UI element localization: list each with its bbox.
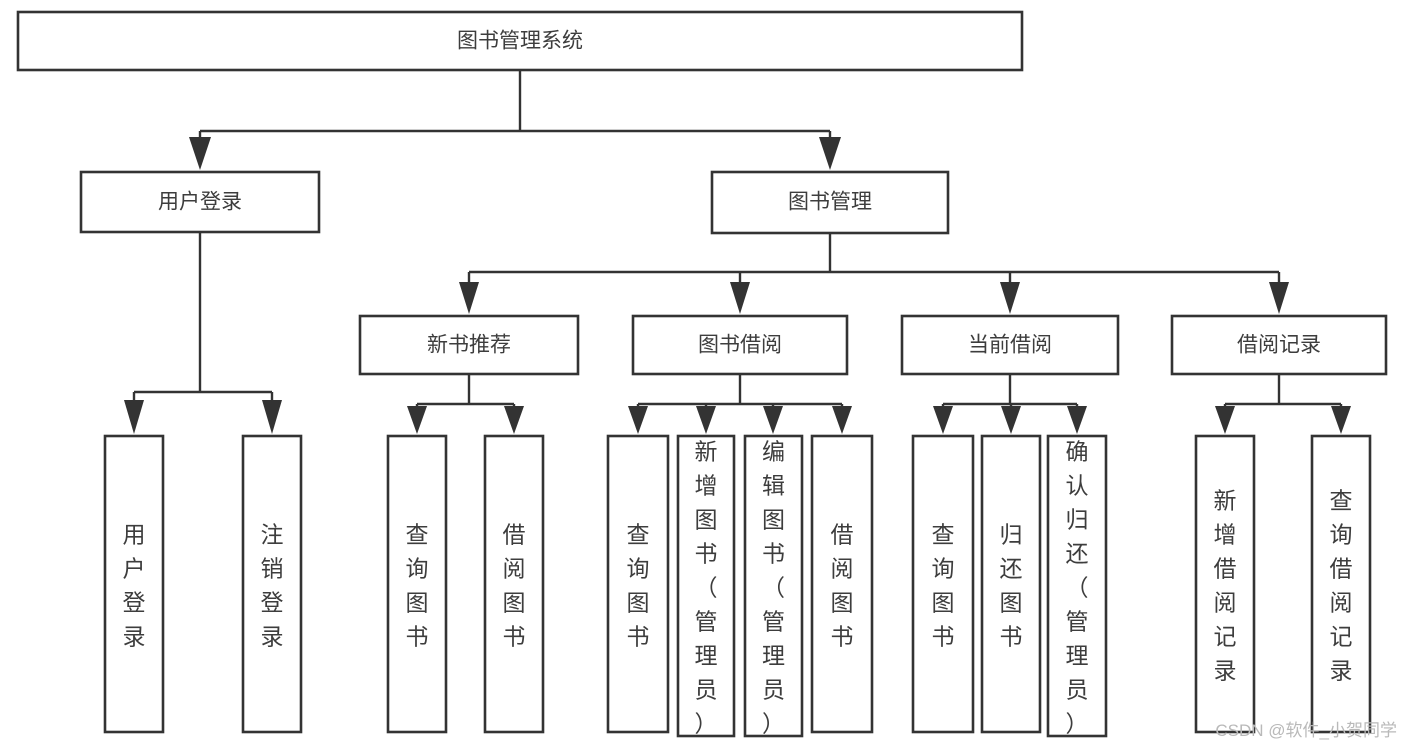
leaf-add-record-label: 新增借阅记录 <box>1214 488 1237 684</box>
borrow-records-label: 借阅记录 <box>1237 334 1321 357</box>
arrowhead-leaf-user-login <box>124 400 144 434</box>
leaf-user-logout-label: 注销登录 <box>261 522 284 650</box>
user-login-box[interactable] <box>79 170 321 234</box>
leaf-confirm-return-label: 确认归还（管理员） <box>1066 439 1089 737</box>
arrowhead-leaf-user-logout <box>262 400 282 434</box>
node-leaf-query-record[interactable]: 查询借阅记录 <box>1310 434 1372 734</box>
current-borrow-label: 当前借阅 <box>968 334 1052 357</box>
leaf-borrow-book-box[interactable] <box>810 434 874 734</box>
current-borrow-box[interactable] <box>900 314 1120 376</box>
node-book-management[interactable]: 图书管理 <box>710 170 950 235</box>
node-leaf-add-record[interactable]: 新增借阅记录 <box>1194 434 1256 734</box>
leaf-user-login-label: 用户登录 <box>123 522 146 650</box>
book-management-box[interactable] <box>710 170 950 235</box>
node-leaf-user-login[interactable]: 用户登录 <box>103 434 165 734</box>
arrowhead-leaf-add-book <box>696 406 716 434</box>
root-box[interactable] <box>16 10 1024 72</box>
node-new-book-recommend[interactable]: 新书推荐 <box>358 314 580 376</box>
leaf-user-logout-box[interactable] <box>241 434 303 734</box>
node-leaf-query-book-current[interactable]: 查询图书 <box>911 434 975 734</box>
node-current-borrow[interactable]: 当前借阅 <box>900 314 1120 376</box>
node-leaf-borrow-book[interactable]: 借阅图书 <box>810 434 874 734</box>
node-leaf-add-book[interactable]: 新增图书（管理员） <box>676 434 736 738</box>
arrowhead-book-management <box>819 137 841 170</box>
new-book-recommend-box[interactable] <box>358 314 580 376</box>
node-leaf-query-book-borrow[interactable]: 查询图书 <box>606 434 670 734</box>
leaf-query-book-rec-label: 查询图书 <box>406 522 429 650</box>
node-leaf-edit-book[interactable]: 编辑图书（管理员） <box>743 434 804 738</box>
leaf-query-book-current-box[interactable] <box>911 434 975 734</box>
arrowhead-current-borrow <box>1000 282 1020 314</box>
connector-layer <box>124 70 1351 434</box>
leaf-borrow-book-label: 借阅图书 <box>831 522 854 650</box>
new-book-recommend-label: 新书推荐 <box>427 334 511 357</box>
book-management-label: 图书管理 <box>788 191 872 214</box>
leaf-edit-book-box[interactable] <box>743 434 804 738</box>
leaf-add-book-label: 新增图书（管理员） <box>695 439 718 737</box>
leaf-confirm-return-box[interactable] <box>1046 434 1108 738</box>
node-book-borrow[interactable]: 图书借阅 <box>631 314 849 376</box>
leaf-add-record-box[interactable] <box>1194 434 1256 734</box>
arrowhead-user-login <box>189 137 211 170</box>
node-borrow-records[interactable]: 借阅记录 <box>1170 314 1388 376</box>
arrowhead-leaf-edit-book <box>763 406 783 434</box>
book-borrow-box[interactable] <box>631 314 849 376</box>
leaf-query-book-borrow-box[interactable] <box>606 434 670 734</box>
borrow-records-box[interactable] <box>1170 314 1388 376</box>
arrowhead-leaf-borrow-book-rec <box>504 406 524 434</box>
leaf-query-book-rec-box[interactable] <box>386 434 448 734</box>
arrowhead-leaf-confirm-return <box>1067 406 1087 434</box>
arrowhead-leaf-return-book <box>1001 406 1021 434</box>
leaf-layer: 用户登录 注销登录 查询图书 借阅图书 查询图书 新增图书（管理员） 编辑图书（管理员） 借阅… <box>103 434 1372 738</box>
leaf-query-book-current-label: 查询图书 <box>932 522 955 650</box>
node-leaf-query-book-rec[interactable]: 查询图书 <box>386 434 448 734</box>
leaf-add-book-box[interactable] <box>676 434 736 738</box>
leaf-edit-book-label: 编辑图书（管理员） <box>762 439 785 737</box>
root-label: 图书管理系统 <box>457 30 583 53</box>
leaf-return-book-label: 归还图书 <box>1000 522 1023 650</box>
arrowhead-book-borrow <box>730 282 750 314</box>
leaf-query-book-borrow-label: 查询图书 <box>627 522 650 650</box>
node-leaf-borrow-book-rec[interactable]: 借阅图书 <box>483 434 545 734</box>
node-leaf-return-book[interactable]: 归还图书 <box>980 434 1042 734</box>
arrowhead-leaf-borrow-book <box>832 406 852 434</box>
arrowhead-leaf-query-book-current <box>933 406 953 434</box>
book-borrow-label: 图书借阅 <box>698 334 782 357</box>
arrowhead-borrow-records <box>1269 282 1289 314</box>
leaf-query-record-label: 查询借阅记录 <box>1330 488 1353 684</box>
arrowhead-leaf-query-book-borrow <box>628 406 648 434</box>
node-leaf-user-logout[interactable]: 注销登录 <box>241 434 303 734</box>
leaf-borrow-book-rec-box[interactable] <box>483 434 545 734</box>
leaf-query-record-box[interactable] <box>1310 434 1372 734</box>
leaf-return-book-box[interactable] <box>980 434 1042 734</box>
arrowhead-leaf-query-book-rec <box>407 406 427 434</box>
arrowhead-leaf-query-record <box>1331 406 1351 434</box>
node-root[interactable]: 图书管理系统 <box>16 10 1024 72</box>
leaf-user-login-box[interactable] <box>103 434 165 734</box>
arrowhead-leaf-add-record <box>1215 406 1235 434</box>
node-user-login[interactable]: 用户登录 <box>79 170 321 234</box>
leaf-borrow-book-rec-label: 借阅图书 <box>503 522 526 650</box>
node-leaf-confirm-return[interactable]: 确认归还（管理员） <box>1046 434 1108 738</box>
user-login-label: 用户登录 <box>158 191 242 214</box>
arrowhead-new-book-recommend <box>459 282 479 314</box>
